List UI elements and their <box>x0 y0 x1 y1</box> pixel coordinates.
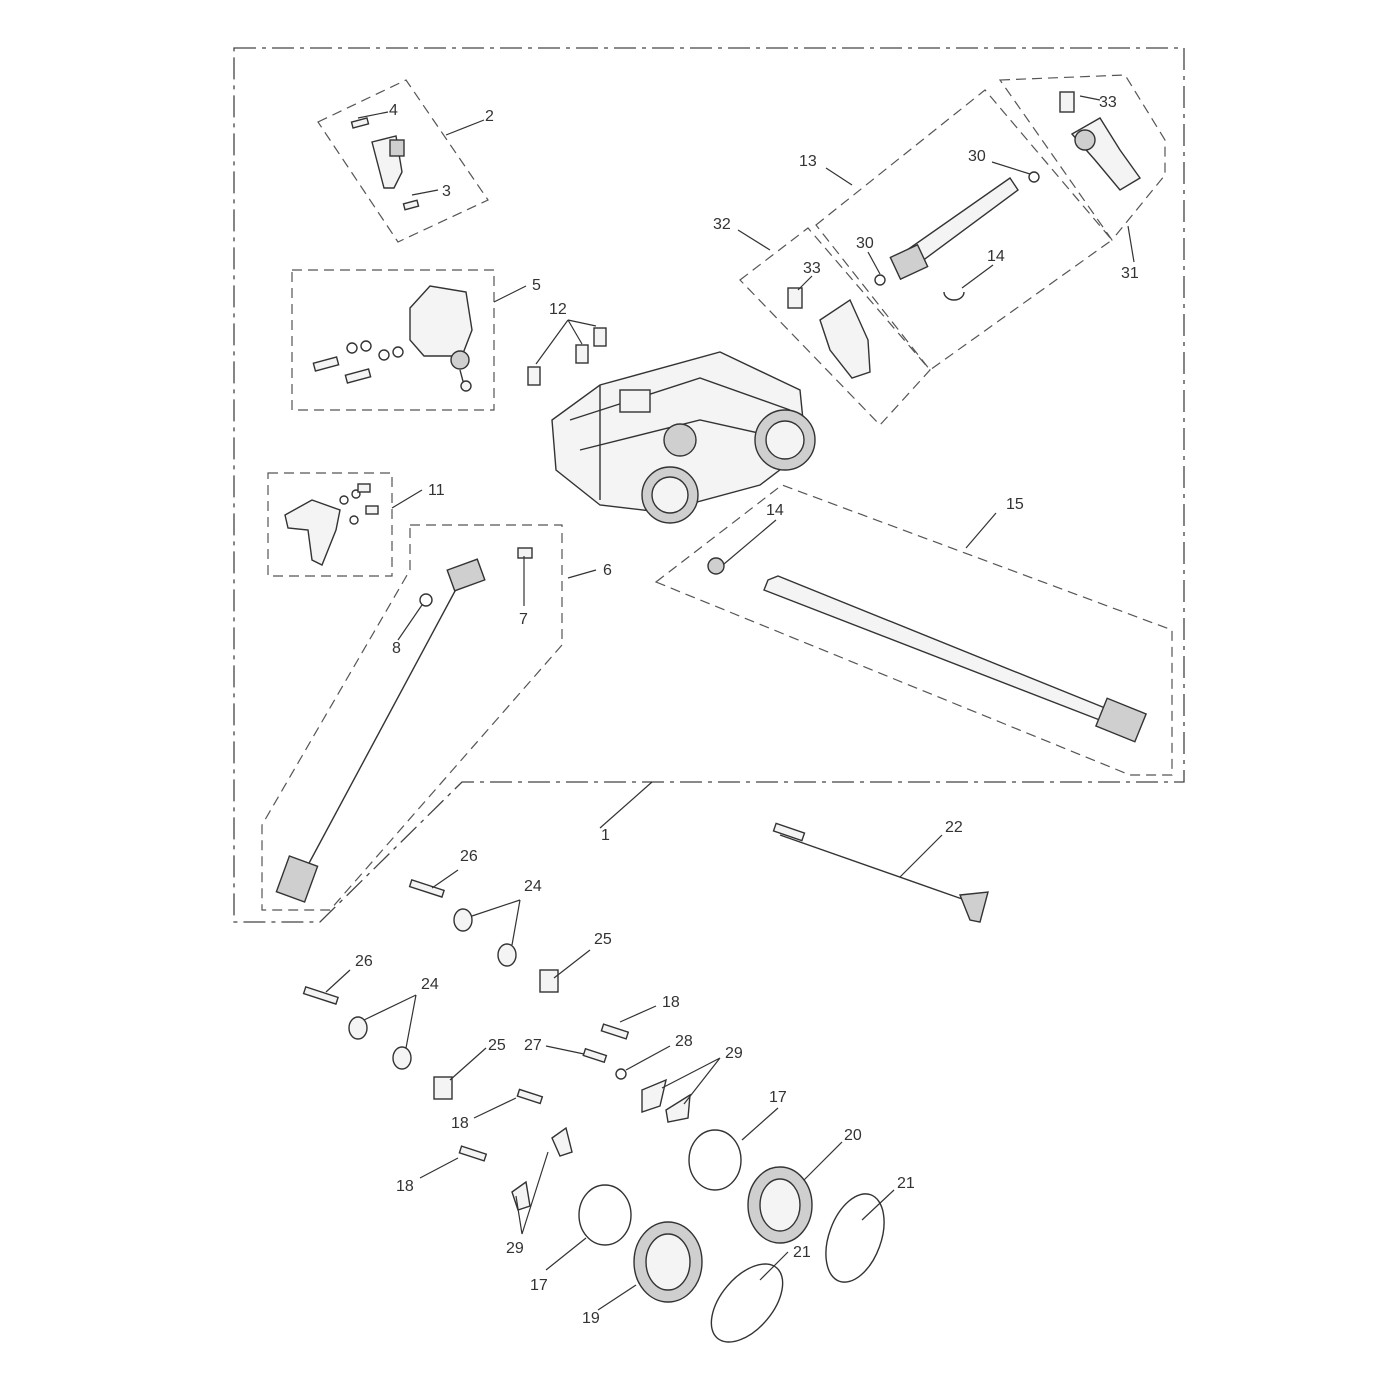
idle-control-unit <box>312 285 473 392</box>
callout-26-lower: 26 <box>355 953 373 970</box>
callout-4: 4 <box>389 102 398 119</box>
callout-15: 15 <box>1006 496 1024 513</box>
callout-18-c: 18 <box>396 1178 414 1195</box>
group-box-13 <box>815 89 1113 371</box>
group-box-11 <box>267 472 393 577</box>
callout-labels: 1 2 3 4 5 6 7 8 11 12 13 14 14 15 17 17 … <box>355 94 1139 1327</box>
callout-25-lower: 25 <box>488 1037 506 1054</box>
group-box-5 <box>291 269 495 411</box>
fuel-rail <box>707 557 1148 743</box>
callout-17-upper: 17 <box>769 1089 787 1106</box>
callout-11: 11 <box>428 482 445 499</box>
callout-30-lower: 30 <box>856 235 874 252</box>
callout-21-upper: 21 <box>897 1175 915 1192</box>
bolts-and-bushes <box>302 879 630 1162</box>
group-box-31 <box>998 74 1166 241</box>
group-box-2 <box>317 79 489 243</box>
clip-brackets <box>511 1078 691 1211</box>
callout-29-upper: 29 <box>725 1045 743 1062</box>
group-box-32 <box>739 227 931 426</box>
callout-18-b: 18 <box>451 1115 469 1132</box>
callout-30-upper: 30 <box>968 148 986 165</box>
callout-25-upper: 25 <box>594 931 612 948</box>
quick-connector-32 <box>787 287 871 379</box>
callout-22: 22 <box>945 819 963 836</box>
callout-1: 1 <box>601 827 610 844</box>
sensor-bracket <box>284 483 379 566</box>
choke-cable <box>772 822 989 923</box>
callout-31: 31 <box>1121 265 1139 282</box>
callout-24-lower: 24 <box>421 976 439 993</box>
callout-33-upper: 33 <box>1099 94 1117 111</box>
spacers <box>527 327 607 386</box>
sensor-harness <box>275 547 533 903</box>
callout-19: 19 <box>582 1310 600 1327</box>
o-rings <box>710 1193 885 1343</box>
fuel-injector <box>350 117 420 211</box>
assembly-boundary-1 <box>233 47 1185 923</box>
callout-5: 5 <box>532 277 541 294</box>
callout-32: 32 <box>713 216 731 233</box>
callout-21-lower: 21 <box>793 1244 811 1261</box>
callout-14-upper: 14 <box>987 248 1005 265</box>
callout-3: 3 <box>442 183 451 200</box>
fuel-rail-upper <box>874 171 1040 301</box>
callout-24-upper: 24 <box>524 878 542 895</box>
callout-13: 13 <box>799 153 817 170</box>
callout-27: 27 <box>524 1037 542 1054</box>
callout-12: 12 <box>549 301 567 318</box>
callout-18-a: 18 <box>662 994 680 1011</box>
callout-17-lower: 17 <box>530 1277 548 1294</box>
callout-28: 28 <box>675 1033 693 1050</box>
callout-29-lower: 29 <box>506 1240 524 1257</box>
throttle-body <box>551 351 816 524</box>
intake-adaptors <box>633 1166 813 1303</box>
hose-clamps <box>578 1129 742 1246</box>
callout-20: 20 <box>844 1127 862 1144</box>
callout-33-lower: 33 <box>803 260 821 277</box>
callout-14-lower: 14 <box>766 502 784 519</box>
group-box-6 <box>261 524 563 911</box>
group-box-15 <box>654 484 1173 776</box>
callout-8: 8 <box>392 640 401 657</box>
callout-7: 7 <box>519 611 528 628</box>
callout-6: 6 <box>603 562 612 579</box>
leader-lines <box>325 95 1135 1311</box>
quick-connector-31 <box>1059 91 1142 191</box>
callout-2: 2 <box>485 108 494 125</box>
callout-26-upper: 26 <box>460 848 478 865</box>
